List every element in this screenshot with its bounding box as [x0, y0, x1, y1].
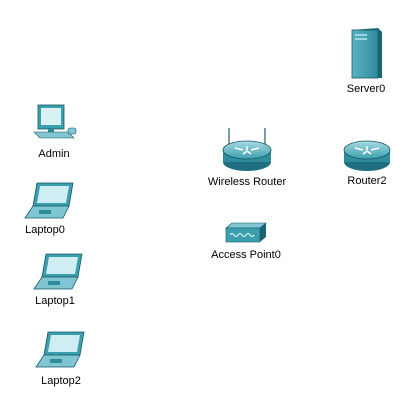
device-router2[interactable]: Router2 — [337, 138, 397, 190]
router-icon — [343, 140, 391, 171]
device-label: Laptop0 — [25, 224, 65, 236]
server-icon — [351, 28, 382, 79]
device-wireless-router[interactable]: Wireless Router — [205, 126, 289, 190]
laptop-icon — [33, 253, 83, 290]
device-label: Access Point0 — [211, 249, 281, 261]
device-admin[interactable]: Admin — [28, 104, 80, 162]
device-label: Laptop2 — [41, 375, 81, 387]
wireless-router-icon — [222, 128, 272, 171]
access-point-icon — [225, 222, 267, 243]
device-label: Admin — [38, 148, 70, 160]
desktop-pc-icon — [33, 104, 77, 139]
device-label: Server0 — [346, 83, 386, 95]
device-label: Laptop1 — [35, 295, 75, 307]
device-server0[interactable]: Server0 — [340, 26, 392, 96]
device-laptop0[interactable]: Laptop0 — [22, 182, 76, 238]
device-laptop2[interactable]: Laptop2 — [32, 331, 90, 391]
device-access-point0[interactable]: Access Point0 — [208, 222, 284, 262]
laptop-icon — [35, 331, 85, 368]
device-label: Wireless Router — [207, 176, 287, 188]
device-laptop1[interactable]: Laptop1 — [30, 253, 86, 309]
laptop-icon — [24, 182, 74, 219]
device-label: Router2 — [347, 175, 387, 187]
